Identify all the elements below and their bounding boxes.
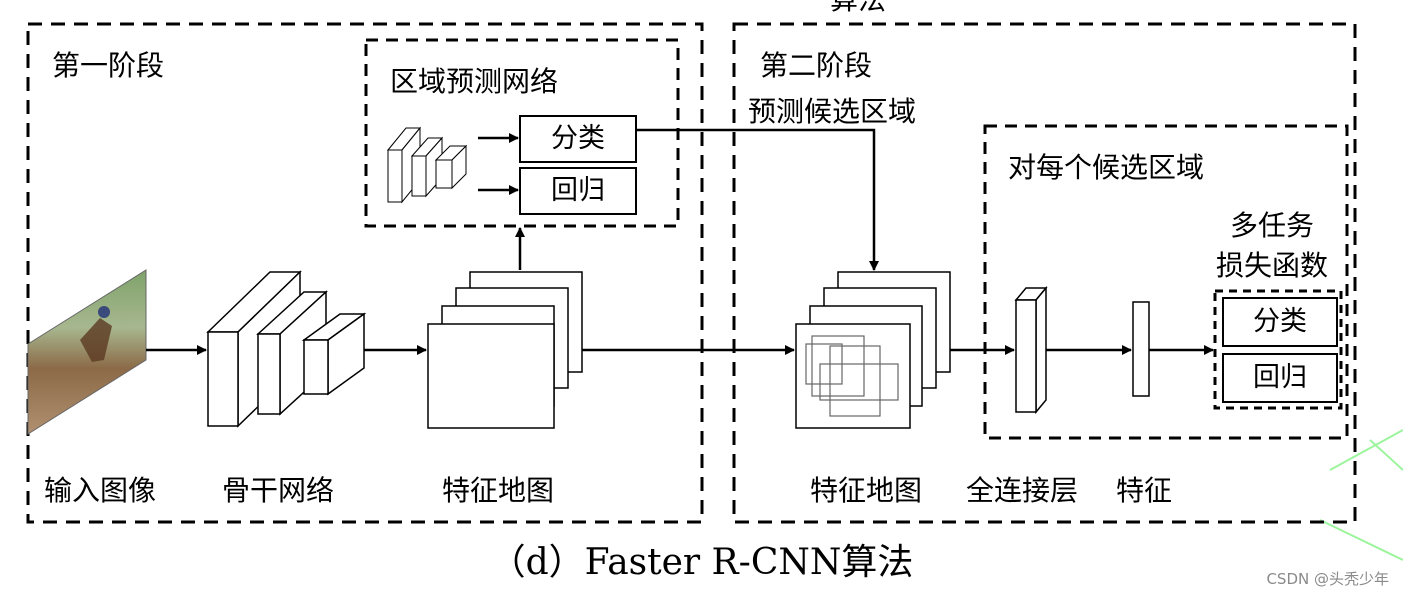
input-image-label: 输入图像	[44, 474, 157, 507]
stage2-featuremaps	[795, 271, 951, 429]
figure-caption: （d）Faster R-CNN算法	[489, 542, 914, 583]
feature-label: 特征	[1116, 474, 1173, 507]
per-region-title: 对每个候选区域	[1008, 151, 1205, 184]
fc-layer	[1014, 285, 1048, 415]
proposals-label: 预测候选区域	[748, 95, 917, 128]
stage1-featuremaps	[427, 271, 583, 429]
loss-title-line1: 多任务	[1230, 209, 1315, 242]
top-caption-partial: 算法	[830, 0, 886, 14]
rpn-reg-label: 回归	[551, 175, 605, 206]
rpn-cls-box	[519, 115, 637, 163]
loss-reg-label: 回归	[1253, 362, 1307, 393]
loss-reg-box	[1222, 353, 1338, 403]
feature-vector	[1132, 301, 1150, 397]
rpn-box	[364, 38, 680, 228]
loss-box	[1213, 289, 1343, 410]
loss-cls-label: 分类	[1253, 306, 1307, 337]
candidate-regions	[805, 335, 899, 417]
decorative-lines	[1319, 429, 1403, 561]
backbone-blocks	[206, 270, 367, 428]
loss-cls-box	[1222, 297, 1338, 347]
watermark: CSDN @头秃少年	[1266, 570, 1389, 588]
backbone-label: 骨干网络	[222, 474, 335, 507]
arrows	[146, 128, 1214, 355]
stage1-title: 第一阶段	[52, 49, 165, 82]
fc-label: 全连接层	[966, 474, 1079, 507]
per-region-box	[983, 124, 1349, 440]
rpn-reg-box	[519, 167, 637, 215]
stage2-title: 第二阶段	[760, 49, 873, 82]
loss-title-line2: 损失函数	[1216, 249, 1329, 282]
rpn-mini-blocks	[386, 126, 468, 204]
rpn-cls-label: 分类	[551, 123, 605, 154]
input-image	[27, 269, 147, 435]
featuremap1-label: 特征地图	[442, 474, 555, 507]
rpn-title: 区域预测网络	[390, 65, 559, 98]
stage1-box	[26, 22, 704, 524]
featuremap2-label: 特征地图	[810, 474, 923, 507]
stage2-box	[732, 22, 1357, 524]
